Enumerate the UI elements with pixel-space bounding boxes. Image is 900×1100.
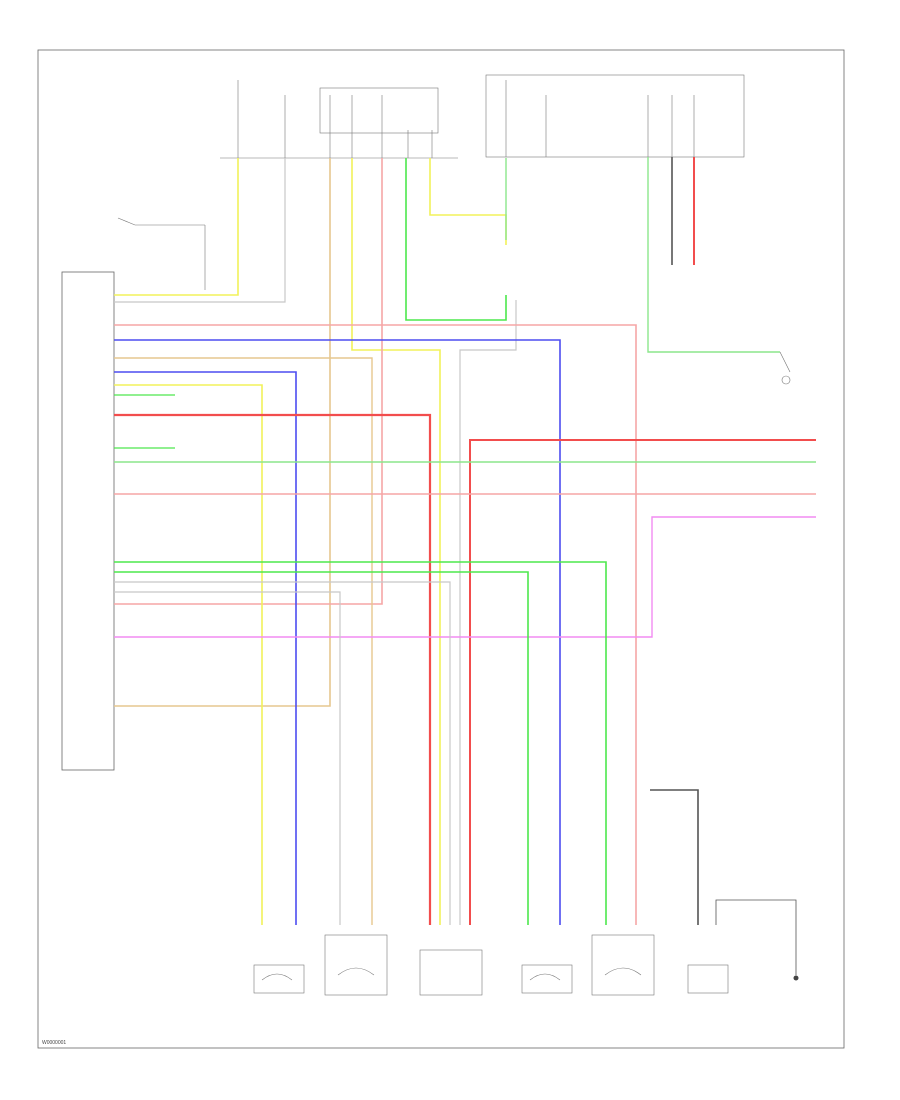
wire-yellow-3	[429, 158, 507, 245]
sensor-connector-3	[419, 949, 483, 996]
wire-lightgreen-right	[647, 157, 780, 353]
wire-magenta-1	[114, 516, 816, 638]
wire-yellow-4	[114, 384, 263, 925]
wire-yellow-2	[351, 158, 441, 925]
top-fuse-block-left	[220, 80, 458, 159]
wire-gray-3	[114, 581, 451, 925]
wire-pink-2	[114, 324, 637, 925]
sensor-connector-1	[253, 964, 305, 994]
wire-green-1	[405, 158, 507, 321]
sensor-connector-6	[687, 964, 729, 994]
top-fuse-block-right	[485, 74, 745, 158]
sensor-connector-4	[521, 964, 573, 994]
wire-tan-2	[114, 357, 373, 925]
wire-red-2	[469, 439, 816, 925]
ground-symbol	[793, 975, 799, 981]
footer-code: W0000001	[42, 1040, 66, 1046]
left-switch	[117, 217, 206, 290]
sensor-connector-5	[591, 934, 655, 996]
wire-pink-1	[114, 158, 383, 605]
wire-red-1	[114, 413, 432, 925]
wire-green-5	[114, 571, 529, 925]
wire-gray-1	[114, 158, 286, 303]
wire-tan-1	[114, 158, 331, 707]
control-module-box	[61, 271, 115, 771]
wire-blue-1	[114, 339, 561, 925]
wire-green-4	[114, 561, 607, 925]
wire-black-bottom-right-2	[715, 899, 797, 975]
sensor-connector-2	[324, 934, 388, 996]
wire-black-bottom-right	[650, 789, 699, 925]
wire-blue-2	[114, 371, 297, 925]
wire-gray-2	[459, 300, 517, 925]
right-pressure-switch	[779, 351, 791, 385]
wire-yellow-1	[114, 158, 239, 296]
wire-gray-4	[114, 591, 341, 925]
diagram-frame	[37, 49, 845, 1049]
